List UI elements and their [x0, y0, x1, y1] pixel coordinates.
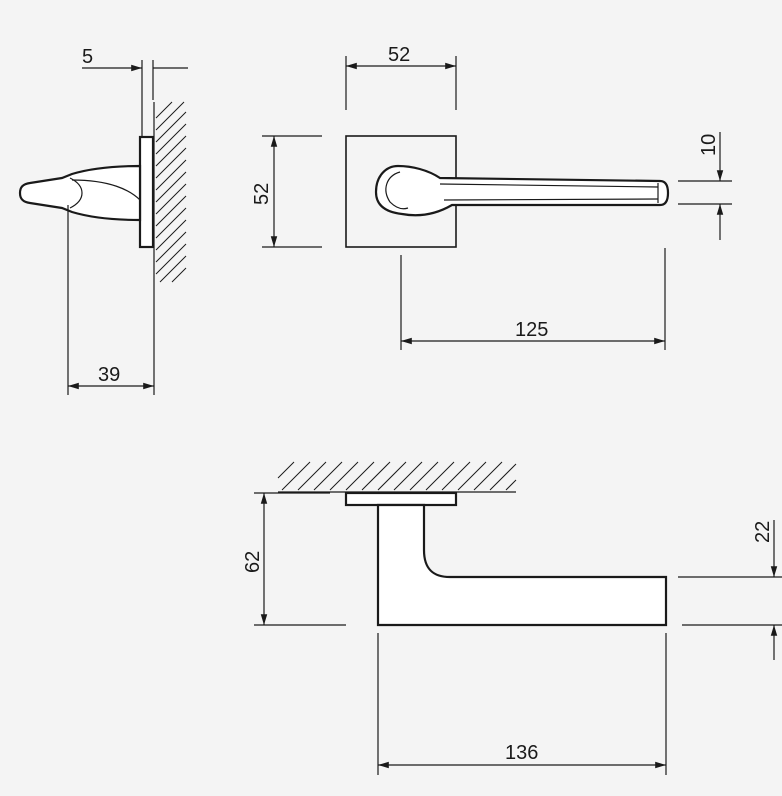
- lever-front: [374, 164, 670, 217]
- wall-hatch-side: [153, 101, 187, 283]
- dim-rose-width: 52: [388, 44, 410, 66]
- dim-overall-length: 136: [505, 742, 538, 764]
- rose-plate-side: [138, 135, 155, 249]
- rose-plate-top: [344, 491, 458, 507]
- dim-rose-thickness: 5: [82, 46, 93, 68]
- dim-projection: 39: [98, 364, 120, 386]
- dim-lever-thickness: 10: [698, 134, 720, 156]
- lever-profile-side: [18, 164, 142, 222]
- dim-height: 62: [242, 551, 264, 573]
- front-view: 52 52 10 125: [251, 44, 732, 350]
- side-view: 5 39: [18, 46, 188, 395]
- dim-lever-length: 125: [515, 319, 548, 341]
- dim-rose-height: 52: [251, 183, 273, 205]
- dim-lever-width: 22: [752, 521, 774, 543]
- wall-hatch-top: [277, 461, 517, 493]
- top-view: 62 22 136: [242, 461, 782, 775]
- lever-top: [376, 503, 668, 627]
